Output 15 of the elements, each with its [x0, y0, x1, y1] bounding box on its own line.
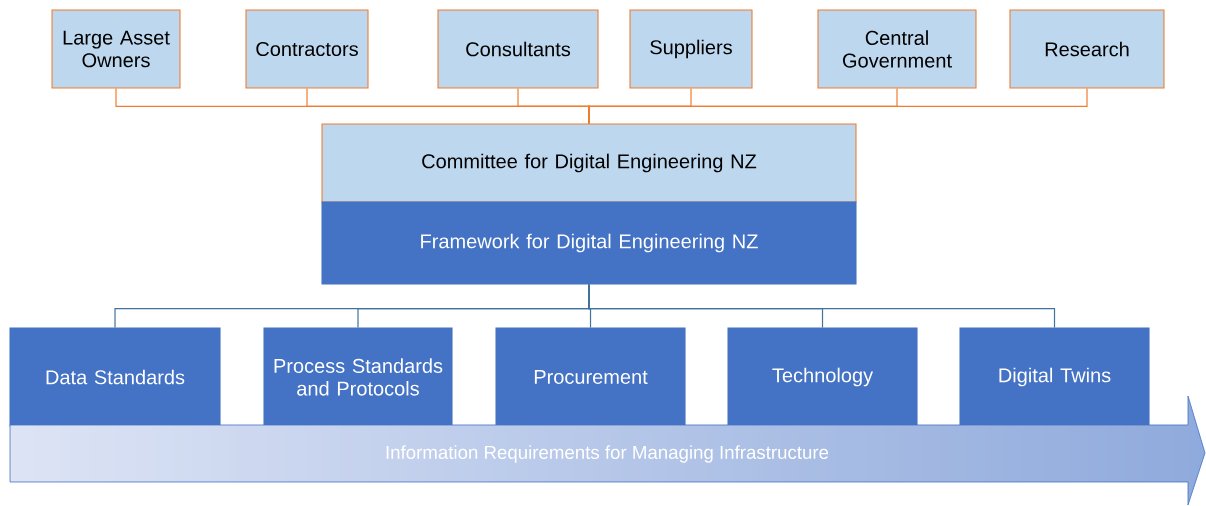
stakeholder-box: Central Government — [817, 9, 977, 89]
workstream-box: Procurement — [495, 327, 686, 427]
workstream-box: Technology — [727, 327, 918, 427]
workstream-box: Digital Twins — [959, 327, 1150, 427]
connector-line — [588, 283, 1056, 329]
committee-box: Committee for Digital Engineering NZ — [321, 123, 857, 203]
connector-line — [588, 87, 1088, 125]
stakeholder-box: Consultants — [437, 9, 599, 89]
framework-box: Framework for Digital Engineering NZ — [321, 201, 857, 285]
workstream-box: Process Standards and Protocols — [263, 327, 453, 427]
stakeholder-box: Contractors — [245, 9, 369, 89]
workstream-box: Data Standards — [9, 327, 221, 427]
stakeholder-box: Large Asset Owners — [51, 9, 181, 89]
stakeholder-box: Research — [1009, 9, 1165, 89]
stakeholder-box: Suppliers — [629, 9, 753, 89]
